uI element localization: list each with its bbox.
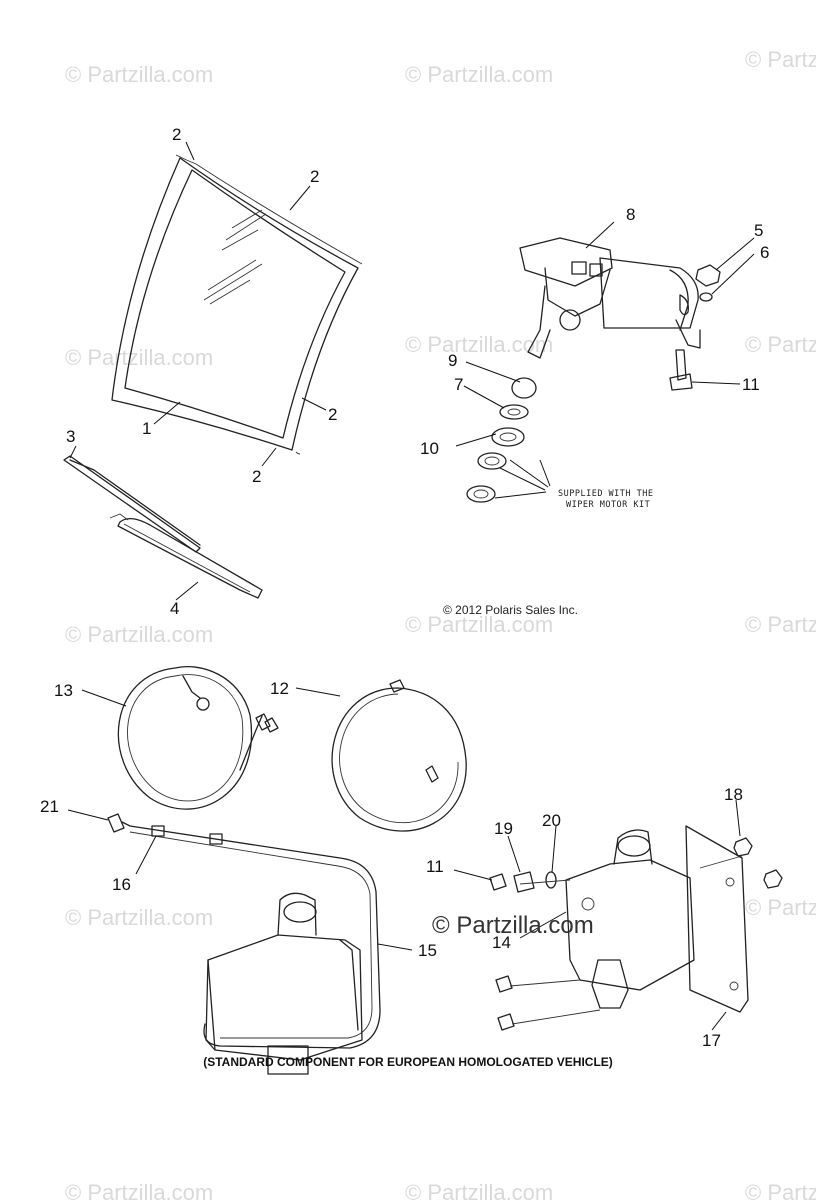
footer-note: (STANDARD COMPONENT FOR EUROPEAN HOMOLOG… — [203, 1055, 613, 1069]
callout-nut: 5 — [754, 221, 763, 240]
callout-bolt-motor: 11 — [742, 375, 760, 394]
callout-windshield: 1 — [142, 419, 151, 438]
callout-wiper-blade: 4 — [170, 599, 179, 618]
leader-lines — [67, 141, 755, 1031]
callout-wiper-arm: 3 — [66, 427, 75, 446]
wiper-drawing — [63, 455, 263, 599]
callout-nozzle: 21 — [40, 797, 59, 816]
callout-mount-plate: 17 — [702, 1031, 721, 1050]
watermark: © Partzilla.com — [405, 612, 553, 637]
washer-bottle-left-drawing — [205, 892, 363, 1075]
watermark: © Partzilla.com — [65, 622, 213, 647]
callout-harness-13: 13 — [54, 681, 73, 700]
callout-bushing: 10 — [420, 439, 439, 458]
watermark: © Partzilla.com — [745, 895, 816, 920]
callout-seal-bottom: 2 — [252, 467, 261, 486]
bottle-hardware-drawing — [489, 837, 783, 1031]
callout-seal-top-left: 2 — [172, 125, 181, 144]
copyright-notice: © 2012 Polaris Sales Inc. — [443, 603, 578, 617]
wiper-motor-drawing — [519, 237, 701, 359]
callout-hose-clip: 16 — [112, 875, 131, 894]
harness-12-drawing — [331, 679, 467, 832]
watermark: © Partzilla.com — [745, 612, 816, 637]
callout-seal-top-right: 2 — [310, 167, 319, 186]
harness-13-drawing — [117, 666, 279, 810]
callout-bolt-19: 19 — [494, 819, 513, 838]
hardware-5-6-drawing — [695, 264, 721, 302]
callout-bottle-bracket: 14 — [492, 933, 511, 952]
watermark: © Partzilla.com — [405, 1180, 553, 1200]
callout-harness-12: 12 — [270, 679, 289, 698]
callout-washer-hose: 15 — [418, 941, 437, 960]
kit-note-line-2: WIPER MOTOR KIT — [566, 500, 650, 510]
watermark-layer: © Partzilla.com © Partzilla.com © Partzi… — [65, 47, 816, 1200]
watermark: © Partzilla.com — [65, 62, 213, 87]
callout-washer-6: 6 — [760, 243, 769, 262]
watermark: © Partzilla.com — [745, 47, 816, 72]
watermark: © Partzilla.com — [65, 905, 213, 930]
watermark: © Partzilla.com — [745, 332, 816, 357]
bolt-11-drawing — [669, 349, 693, 391]
watermark: © Partzilla.com — [745, 1180, 816, 1200]
callout-spacer: 9 — [448, 351, 457, 370]
kit-note-line-1: SUPPLIED WITH THE — [558, 489, 654, 499]
callout-bolt-tank: 11 — [426, 857, 444, 876]
washer-bottle-right-drawing — [565, 825, 749, 1013]
watermark: © Partzilla.com — [405, 62, 553, 87]
callout-washer-7: 7 — [454, 375, 463, 394]
callout-nut-plate: 18 — [724, 785, 743, 804]
windshield-drawing — [111, 154, 363, 455]
watermark: © Partzilla.com — [65, 1180, 213, 1200]
watermark: © Partzilla.com — [65, 345, 213, 370]
callout-wiper-motor: 8 — [626, 205, 635, 224]
shaft-hardware-drawing — [466, 377, 551, 503]
callout-seal-right: 2 — [328, 405, 337, 424]
central-watermark: © Partzilla.com — [432, 912, 594, 939]
callout-labels: 2 2 2 2 1 3 4 8 5 6 11 9 7 10 13 12 21 1… — [40, 125, 769, 1050]
callout-washer-20: 20 — [542, 811, 561, 830]
